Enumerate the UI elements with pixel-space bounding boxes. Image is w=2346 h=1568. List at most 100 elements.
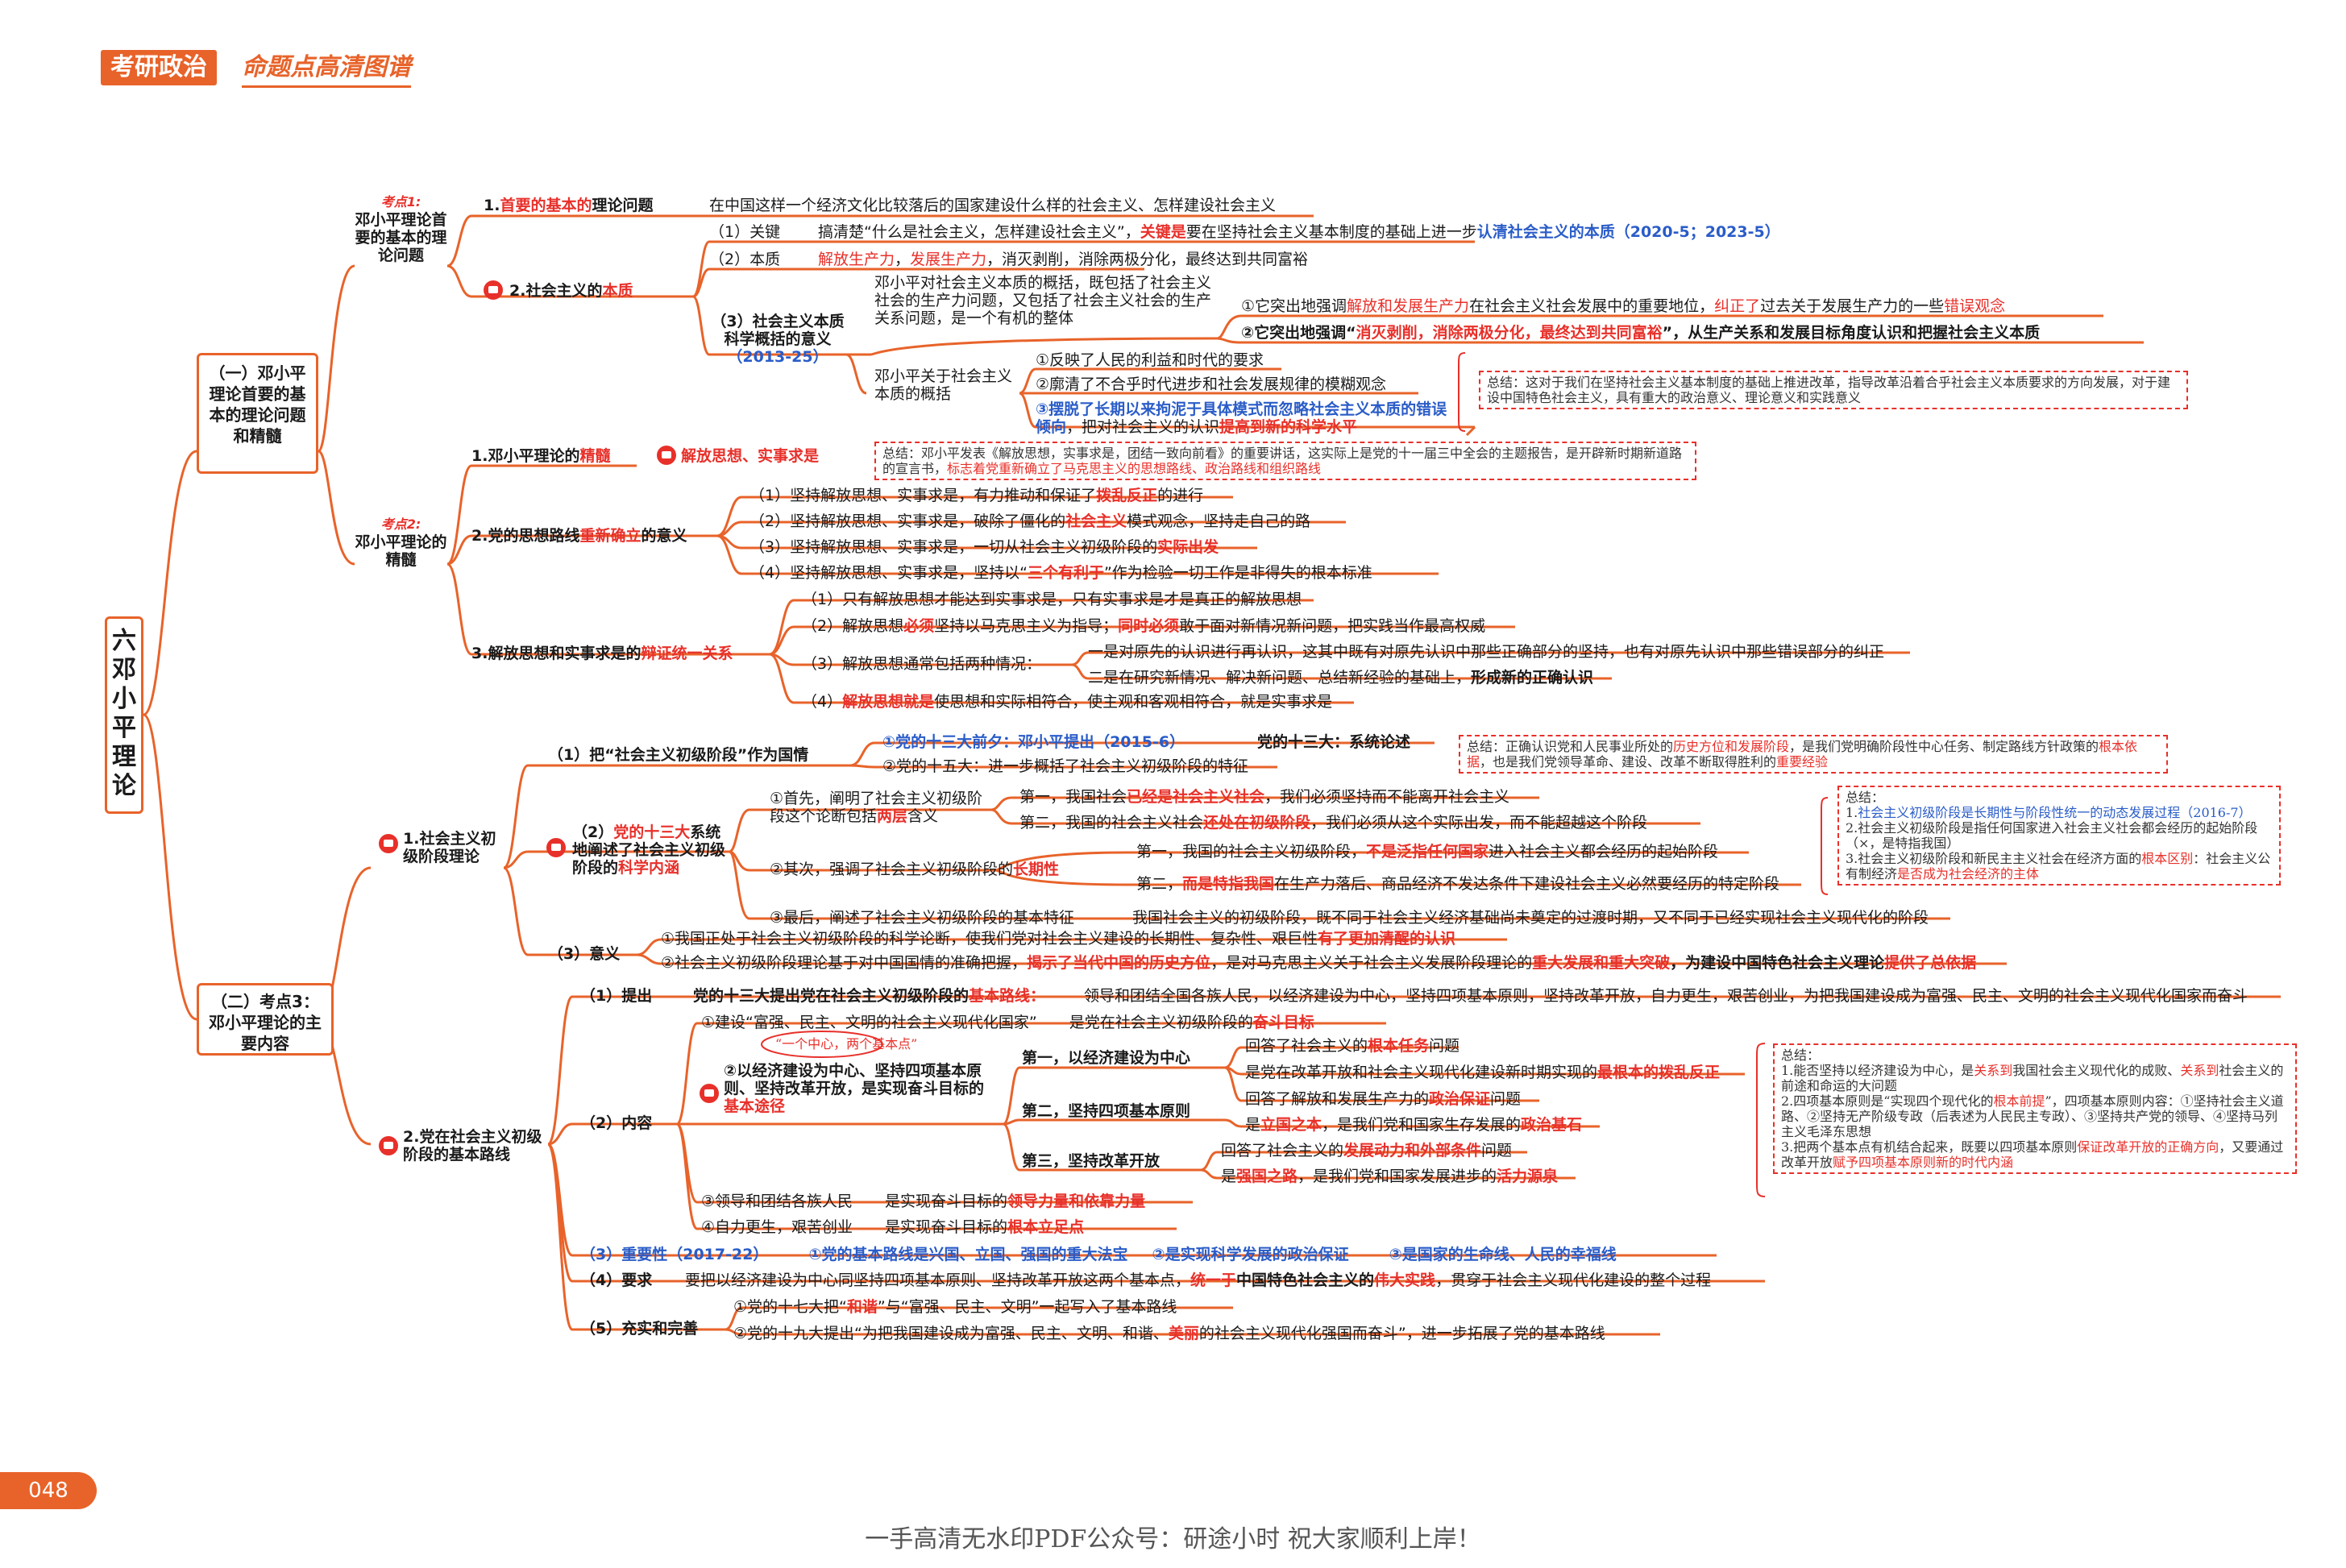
nr-2b: 基本途径 <box>724 1097 786 1115</box>
yq-label: （4）要求 <box>580 1271 653 1289</box>
summary-note-4-l3b: 根本区别 <box>2141 851 2194 866</box>
d3b3: ，是我们党和国家发展进步的 <box>1298 1168 1497 1185</box>
d2a2: 立国之本 <box>1260 1116 1322 1134</box>
section1-title: （一）邓小平理论首要的基本的理论问题和精髓 <box>209 363 306 446</box>
summary-note-5-l3c: ，又要通过改革开放 <box>1781 1139 2284 1170</box>
summary-note-5: 总结： 1.能否坚持以经济建设为中心，是关系到我国社会主义现代化的成败、关系到社… <box>1773 1043 2297 1174</box>
d3a1: 回答了社会主义的 <box>1221 1142 1344 1159</box>
summary-note-5-l3a: 3.把两个基本点有机结合起来，既要以四项基本原则 <box>1781 1139 2078 1155</box>
header-label: 考研政治 <box>101 50 217 85</box>
nr-2a: ②以经济建设为中心、坚持四项基本原则、坚持改革开放，是实现奋斗目标的 <box>724 1062 985 1097</box>
bianzheng-i4c: 使思想和实际相符合，使主观和客观相符合，就是实事求是 <box>934 693 1333 711</box>
tc-3: 领导和团结全国各族人民，以经济建设为中心，坚持四项基本原则，坚持改革开放，自力更… <box>1084 987 2248 1005</box>
d1c: 回答了解放和发展生产力的政治保证问题 <box>1245 1090 1521 1108</box>
summary-note-3b: 历史方位和发展阶段 <box>1673 739 1790 754</box>
kaodian2-title: 邓小平理论的精髓 <box>355 533 447 569</box>
d1b1: 是党在改革开放和社会主义现代化建设新时期实现的 <box>1245 1064 1598 1081</box>
chuji-s1a: ①首先，阐明了社会主义初级阶段这个论断包括 <box>770 790 983 825</box>
nr-4c: 根本立足点 <box>1007 1218 1085 1236</box>
chuji-r2a: （2） <box>572 823 614 841</box>
bianzheng-a: 3.解放思想和实事求是的 <box>471 645 642 662</box>
chuji-y2: ②社会主义初级阶段理论基于对中国国情的准确把握，揭示了当代中国的历史方位，是对马… <box>661 954 1976 972</box>
key-point-icon <box>379 834 398 853</box>
summary-note-4-l2: 2.社会主义初级阶段是指任何国家进入社会主义社会都会经历的起始阶段（×，是特指我… <box>1846 820 2258 851</box>
chuji-s1y: 第二，我国的社会主义社会还处在初级阶段，我们必须从这个实际出发，而不能超越这个阶… <box>1019 814 1647 832</box>
chuji-s2b: 长期性 <box>1013 861 1060 878</box>
key-point-icon <box>700 1084 719 1103</box>
tc-row: 党的十三大提出党在社会主义初级阶段的基本路线：领导和团结全国各族人民，以经济建设… <box>693 987 2248 1005</box>
kexue-p2b: 消灭剥削，消除两极分化，最终达到共同富裕 <box>1356 324 1663 342</box>
chuji-s2a: ②其次，强调了社会主义初级阶段的 <box>770 861 1014 878</box>
nr-4b: 是实现奋斗目标的 <box>885 1218 1008 1236</box>
summary-note-3d: 根本依据 <box>1467 739 2138 769</box>
chuji-s2x1: 第一，我国的社会主义初级阶段， <box>1136 843 1367 861</box>
d3a3: 问题 <box>1481 1142 1513 1159</box>
key-point-icon <box>484 280 503 300</box>
key-point-icon <box>546 838 566 857</box>
d1a1: 回答了社会主义的 <box>1245 1037 1368 1055</box>
kexue-p2: ②它突出地强调“消灭剥削，消除两极分化，最终达到共同富裕”，从生产关系和发展目标… <box>1241 324 2040 342</box>
kexue-p2a: ②它突出地强调“ <box>1241 324 1356 342</box>
key-point-icon <box>379 1136 398 1155</box>
bc-2a: ②党的十九大提出“为把我国建设成为富强、民主、文明、和谐、 <box>733 1325 1169 1342</box>
nr-1a: ①建设“富强、民主、文明的社会主义现代化国家” <box>701 1014 1037 1031</box>
summary-note-2a: 总结：邓小平发表《解放思想，实事求是，团结一致向前看》的重要讲话，这实际上是党的… <box>882 446 1683 476</box>
summary-note-3c: ，是我们党明确阶段性中心任务、制定路线方针政策的 <box>1789 739 2099 754</box>
section1-title-box: （一）邓小平理论首要的基本的理论问题和精髓 <box>197 353 318 474</box>
chuji-s1x1: 第一，我国社会 <box>1019 788 1127 806</box>
luxian-i3a: （3）坚持解放思想、实事求是，一切从社会主义初级阶段的 <box>749 538 1158 556</box>
yq-2: 统一于 <box>1190 1271 1237 1289</box>
summary-note-5-l3b: 保证改革开放的正确方向 <box>2077 1139 2219 1155</box>
summary-note-4: 总结： 1.社会主义初级阶段是长期性与阶段性统一的动态发展过程（2016-7） … <box>1837 786 2281 886</box>
gainian-i3b: ，把对社会主义的认识 <box>1066 418 1220 436</box>
gainian-i1: ①反映了人民的利益和时代的要求 <box>1036 351 1264 369</box>
d2a3: ，是我们党和国家生存发展的 <box>1322 1116 1522 1134</box>
yq-5: ，贯穿于社会主义现代化建设的整个过程 <box>1435 1271 1712 1289</box>
bianzheng-i2e: 敢于面对新情况新问题，把实践当作最高权威 <box>1179 617 1486 635</box>
summary-note-4-l3: 3.社会主义初级阶段和新民主主义社会在经济方面的根本区别：社会主义公有制经济是否… <box>1846 851 2273 881</box>
tc-2: 基本路线： <box>969 987 1046 1005</box>
luxian-label: 2.党的思想路线重新确立的意义 <box>471 527 687 545</box>
kexue-label: （3）社会主义本质科学概括的意义 （2013-25） <box>709 313 846 366</box>
bianzheng-i2a: （2）解放思想 <box>802 617 904 635</box>
luxian-i4: （4）坚持解放思想、实事求是，坚持以“三个有利于”作为检验一切工作是非得失的根本… <box>749 564 1372 582</box>
luxian-i1a: （1）坚持解放思想、实事求是，有力推动和保证了 <box>749 487 1097 504</box>
chuji-y1a: ①我国正处于社会主义初级阶段的科学论断，使我们党对社会主义建设的长期性、复杂性、… <box>661 930 1318 948</box>
d1a: 回答了社会主义的根本任务问题 <box>1245 1037 1460 1055</box>
summary-note-5-l3d: 赋予四项基本原则新的时代内涵 <box>1833 1155 2014 1170</box>
nr-4: ④自力更生，艰苦创业是实现奋斗目标的根本立足点 <box>701 1218 1084 1236</box>
d3b: 是强国之路，是我们党和国家发展进步的活力源泉 <box>1221 1168 1558 1185</box>
guanjian-row: （1）关键搞清楚“什么是社会主义，怎样建设社会主义”，关键是要在坚持社会主义基本… <box>709 223 1780 241</box>
luxian-i1c: 的进行 <box>1157 487 1204 504</box>
chuji-y2b: 揭示了当代中国的历史方位 <box>1027 954 1211 972</box>
benzhi-t1: 解放生产力 <box>818 251 895 268</box>
summary-note-4-l1: 1.社会主义初级阶段是长期性与阶段性统一的动态发展过程（2016-7） <box>1846 805 2273 820</box>
nr-3c: 领导力量和依靠力量 <box>1007 1193 1146 1210</box>
benzhi-t4: ，消灭剥削，消除两极分化，最终达到共同富裕 <box>986 251 1309 268</box>
summary-note-1-text: 总结：这对于我们在坚持社会主义基本制度的基础上推进改革，指导改革沿着合乎社会主义… <box>1487 375 2171 405</box>
guanjian-t2: 关键是 <box>1140 223 1186 241</box>
bc-2c: 的社会主义现代化强国而奋斗”，进一步拓展了党的基本路线 <box>1198 1325 1605 1342</box>
bianzheng-i4: （4）解放思想就是使思想和实际相符合，使主观和客观相符合，就是实事求是 <box>802 693 1332 711</box>
kexue-p1: ①它突出地强调解放和发展生产力在社会主义社会发展中的重要地位，纠正了过去关于发展… <box>1241 297 2005 315</box>
chuji-r1a: ①党的十三大前夕：邓小平提出（2015-6） <box>882 733 1185 751</box>
summary-note-5-l2c: ”，四项基本原则内容：①坚持社会主义道路、②坚持无产阶级专政（后表述为人民民主专… <box>1781 1093 2284 1139</box>
bianzheng-b: 辩证统一关系 <box>641 645 733 662</box>
jingsui-a: 1.邓小平理论的 <box>471 447 580 465</box>
bianzheng-i3a: 一是对原先的认识进行再认识，这其中既有对原先认识中那些正确部分的坚持，也有对原先… <box>1088 643 1885 661</box>
chuji-s1x2: 已经是社会主义社会 <box>1127 788 1265 806</box>
kexue-p1e: 过去关于发展生产力的一些 <box>1760 297 1945 315</box>
bubble-label: “一个中心，两个基本点” <box>775 1036 918 1052</box>
chuji-y1: ①我国正处于社会主义初级阶段的科学论断，使我们党对社会主义建设的长期性、复杂性、… <box>661 930 1455 948</box>
summary-note-2b: 标志着党重新确立了马克思主义的思想路线、政治路线和组织路线 <box>947 461 1322 476</box>
chuji-y2d: 重大发展和重大突破 <box>1532 954 1671 972</box>
summary-note-4-l1a: 1. <box>1846 805 1858 820</box>
chuji-s2y2: 而是特指我国 <box>1182 875 1275 893</box>
luxian-i2c: 模式观念，坚持走自己的路 <box>1127 512 1311 530</box>
chapter-title-text: 六 邓小平理论 <box>112 627 136 800</box>
zy-label: （3）重要性（2017-22） <box>580 1246 769 1263</box>
q2-text: 2.社会主义的 <box>509 282 603 300</box>
chuji-s2: ②其次，强调了社会主义初级阶段的长期性 <box>770 861 1059 878</box>
bianzheng-i3b1: 二是在研究新情况、解决新问题、总结新经验的基础上， <box>1088 669 1472 687</box>
